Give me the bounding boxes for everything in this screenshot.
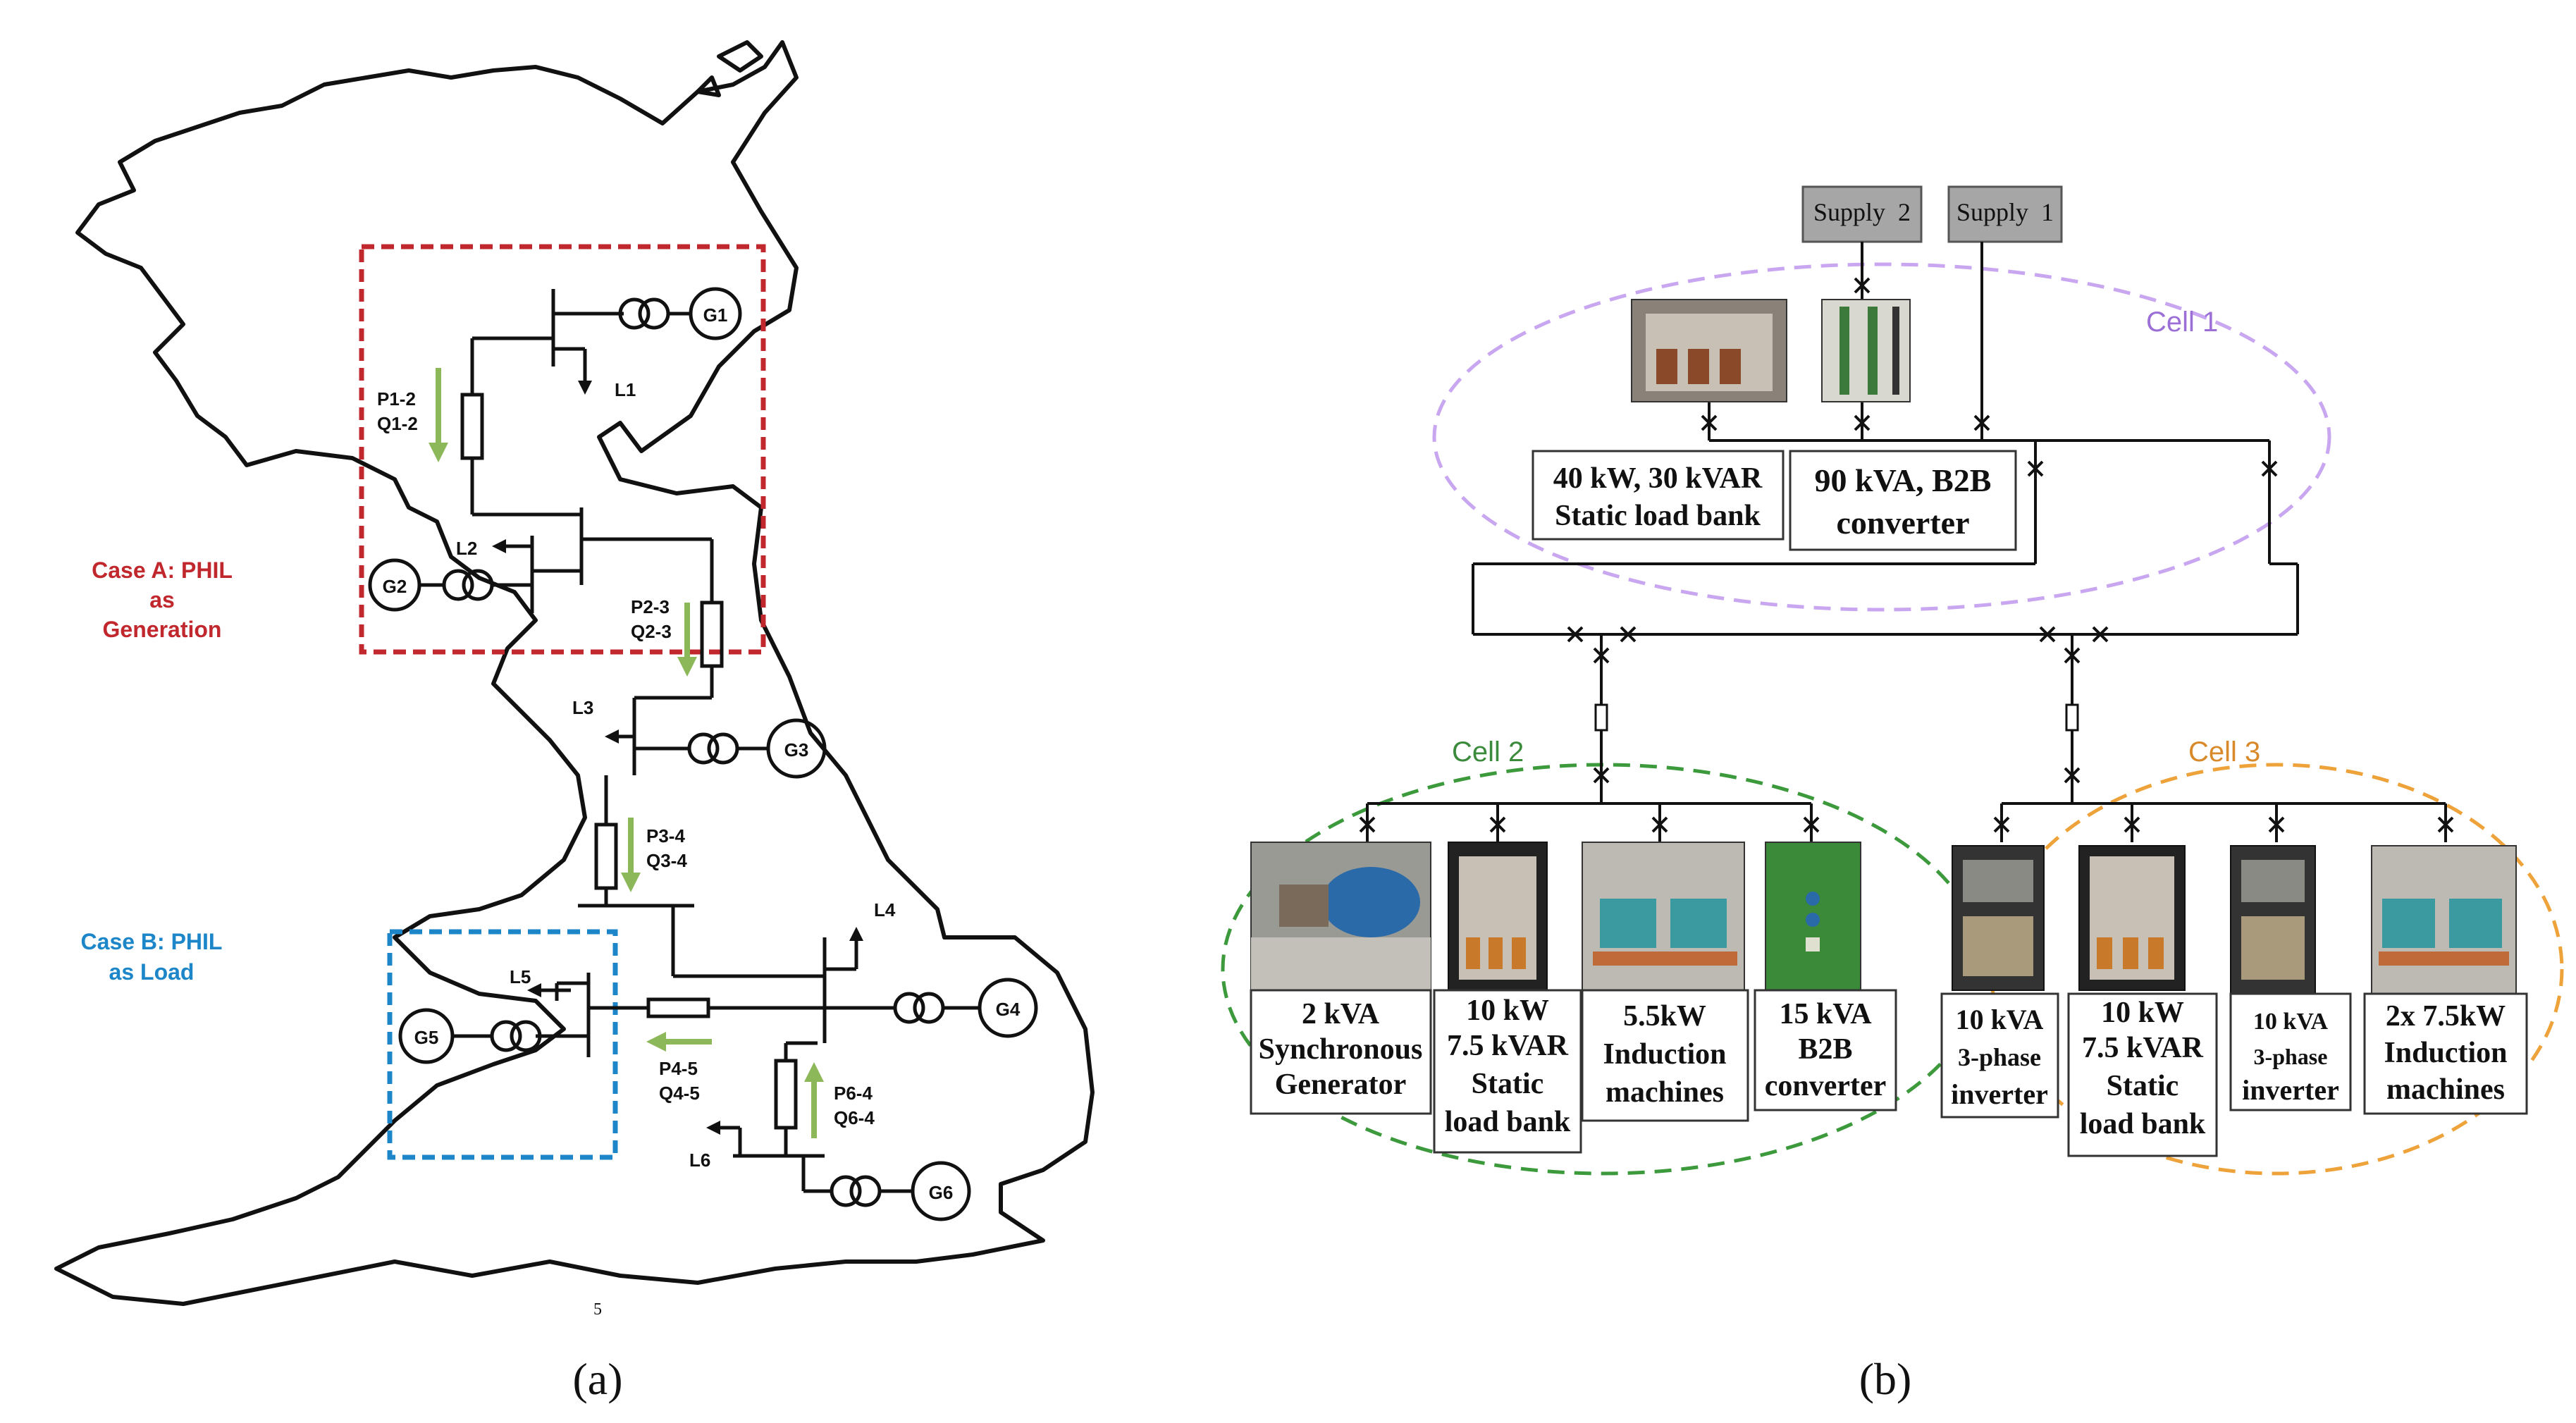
supply-2-box [1801, 185, 1923, 243]
cell2-box-generator [1250, 989, 1432, 1115]
cell2-box4-line3: converter [1765, 1070, 1887, 1102]
cell3-box-induction [2363, 992, 2528, 1115]
cell1-box-load-bank [1532, 450, 1785, 541]
cell1-box2-line1: 90 kVA, B2B [1815, 462, 1992, 498]
cell2-box3-line1: 5.5kW [1623, 1000, 1706, 1033]
photo-b2b-converter-cell1 [1821, 299, 1911, 402]
cell2-box1-line2: Synchronous [1259, 1033, 1423, 1066]
gen-g5: G5 [414, 1027, 439, 1048]
photo-static-load-bank-cell3 [2078, 845, 2186, 991]
cell1-box1-line1: 40 kW, 30 kVAR [1553, 462, 1763, 495]
flow-q23: Q2-3 [631, 621, 672, 642]
cell2-box-load-bank [1433, 989, 1582, 1154]
cell2-box2-line2: 7.5 kVAR [1447, 1030, 1569, 1062]
cell3-box3-line1: 10 kVA [2253, 1009, 2329, 1035]
cell3-box-inverter-1 [1940, 992, 2059, 1119]
cell-3-label: Cell 3 [2188, 737, 2260, 768]
gen-g1: G1 [703, 304, 728, 326]
cell3-box2-line2: 7.5 kVAR [2082, 1032, 2204, 1064]
photo-load-bank-cell1 [1631, 299, 1787, 402]
cell2-box2-line1: 10 kW [1466, 994, 1549, 1027]
load-l3: L3 [572, 697, 593, 718]
cell1-box-b2b [1789, 450, 2017, 551]
cell3-box2-line4: load bank [2080, 1108, 2206, 1140]
flow-p12: P1-2 [377, 388, 416, 409]
flow-q12: Q1-2 [377, 413, 418, 434]
coastline [54, 40, 1095, 1306]
cell3-box1-line3: inverter [1951, 1078, 2048, 1110]
flow-p64: P6-4 [834, 1083, 873, 1104]
cell3-box1-line1: 10 kVA [1956, 1004, 2044, 1035]
flow-p23: P2-3 [631, 596, 670, 617]
flow-p34: P3-4 [646, 825, 685, 846]
photo-synchronous-generator [1250, 842, 1431, 991]
case-b-label-1: Case B: PHIL [81, 929, 223, 954]
cell-1-label: Cell 1 [2146, 307, 2218, 338]
cell-2-label: Cell 2 [1452, 737, 1524, 768]
breaker-marks [1359, 277, 2454, 833]
panel-b: Supply 2 Supply 1 Cell 1 Cell 2 Cell 3 [1221, 185, 2564, 1404]
cell3-box4-line2: Induction [2384, 1037, 2507, 1069]
photo-induction-machines-cell2 [1582, 842, 1745, 991]
cell3-box2-line1: 10 kW [2101, 997, 2184, 1029]
photo-induction-machines-cell3 [2371, 845, 2517, 994]
cell2-box4-line2: B2B [1798, 1033, 1852, 1066]
cell2-box1-line1: 2 kVA [1302, 998, 1380, 1030]
gen-g3: G3 [784, 739, 809, 760]
photo-b2b-converter-cell2 [1765, 842, 1861, 991]
supply-2-label: Supply 2 [1813, 198, 1911, 226]
supply-1-label: Supply 1 [1956, 198, 2054, 226]
load-l2: L2 [456, 538, 477, 559]
case-a-box [359, 244, 766, 655]
page-number: 5 [593, 1300, 602, 1319]
supply-1-box [1947, 185, 2063, 243]
cell3-box4-line1: 2x 7.5kW [2386, 1000, 2506, 1033]
cell3-box3-line3: inverter [2242, 1074, 2339, 1106]
case-b-box [387, 929, 618, 1160]
cell3-box4-line3: machines [2386, 1073, 2505, 1106]
load-l5: L5 [510, 966, 531, 987]
cell3-box-load-bank [2067, 992, 2218, 1157]
network: G1 L1 P1-2 Q1-2 L2 G2 [368, 287, 1038, 1221]
case-a-label-2: as [149, 587, 175, 612]
cell2-box3-line3: machines [1606, 1076, 1724, 1109]
load-l1: L1 [615, 379, 636, 400]
case-b-label-2: as Load [109, 959, 195, 985]
cell2-box-induction [1581, 989, 1749, 1122]
cell2-box4-line1: 15 kVA [1779, 998, 1872, 1030]
cell2-box-b2b [1754, 989, 1897, 1111]
gen-g4: G4 [996, 999, 1021, 1020]
cell2-box2-line3: Static [1472, 1068, 1544, 1100]
gen-g6: G6 [929, 1182, 954, 1203]
cell3-box3-line2: 3-phase [2254, 1044, 2328, 1069]
photo-inverter-1 [1952, 845, 2045, 991]
islands [696, 40, 763, 97]
panel-a: Case A: PHIL as Generation Case B: PHIL … [54, 40, 1095, 1404]
cell2-box3-line2: Induction [1603, 1038, 1726, 1071]
caption-b: (b) [1859, 1354, 1912, 1404]
caption-a: (a) [572, 1354, 622, 1404]
load-l6: L6 [689, 1150, 710, 1171]
flow-p45: P4-5 [659, 1058, 698, 1079]
flow-q34: Q3-4 [646, 850, 687, 871]
cell1-box2-line2: converter [1837, 505, 1970, 541]
cell-1-ellipse [1432, 262, 2331, 612]
flow-q45: Q4-5 [659, 1083, 700, 1104]
flow-q64: Q6-4 [834, 1107, 875, 1128]
cell1-box1-line2: Static load bank [1555, 500, 1761, 532]
gen-g2: G2 [383, 576, 407, 597]
cell3-box-inverter-2 [2229, 992, 2352, 1111]
photo-inverter-2 [2230, 845, 2316, 994]
photo-static-load-bank-cell2 [1448, 842, 1548, 991]
cell2-box2-line4: load bank [1445, 1106, 1571, 1138]
case-a-label-1: Case A: PHIL [92, 558, 233, 583]
cell3-box2-line3: Static [2107, 1070, 2179, 1102]
load-l4: L4 [874, 899, 896, 920]
cell-3-ellipse [1989, 763, 2564, 1176]
cell2-box1-line3: Generator [1275, 1068, 1407, 1101]
cell3-box1-line2: 3-phase [1958, 1043, 2041, 1071]
case-a-label-3: Generation [103, 617, 222, 642]
